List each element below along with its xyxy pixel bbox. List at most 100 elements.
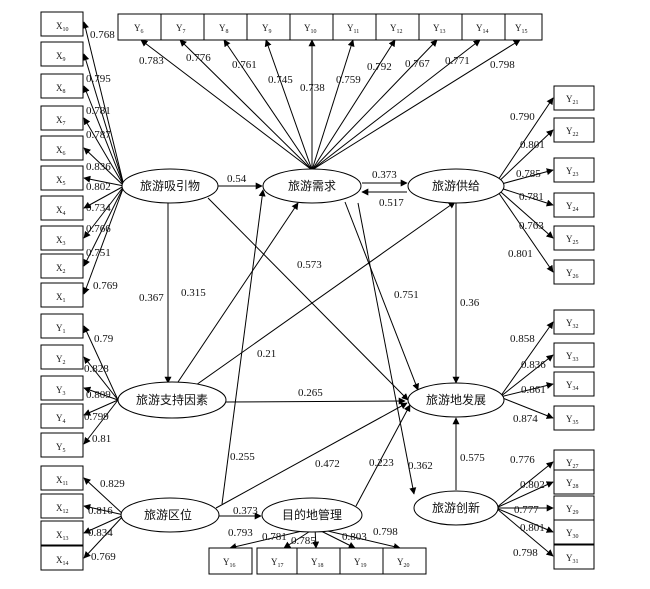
indicator-y5: Y5 xyxy=(56,442,66,454)
right-indicator-boxes: Y21 Y22 Y23 Y24 Y25 Y26 Y32 Y33 Y34 Y35 … xyxy=(553,85,595,570)
supply-label: 旅游供给 xyxy=(432,179,480,193)
loading-y31: 0.798 xyxy=(513,547,538,559)
indicator-y9: Y9 xyxy=(262,23,272,35)
loading-x11: 0.829 xyxy=(100,478,125,490)
indicator-y32: Y32 xyxy=(566,318,579,330)
indicator-x8: X8 xyxy=(56,83,66,95)
indicator-y27: Y27 xyxy=(566,458,579,470)
loading-y4: 0.799 xyxy=(84,411,109,423)
loading-y28: 0.802 xyxy=(520,479,545,491)
loading-y32: 0.858 xyxy=(510,333,535,345)
indicator-y12: Y12 xyxy=(390,23,403,35)
structural-paths xyxy=(164,179,460,520)
loading-y13: 0.767 xyxy=(405,58,430,70)
path-demand-innovation: 0.362 xyxy=(408,460,433,472)
indicator-x12: X12 xyxy=(56,503,69,515)
loading-y20: 0.798 xyxy=(373,526,398,538)
loading-x13: 0.834 xyxy=(88,527,113,539)
loading-y25: 0.763 xyxy=(519,220,544,232)
loading-y23: 0.785 xyxy=(516,168,541,180)
loading-x10: 0.768 xyxy=(90,29,115,41)
loading-x6: 0.836 xyxy=(86,161,111,173)
support-label: 旅游支持因素 xyxy=(136,392,208,407)
indicator-x6: X6 xyxy=(56,145,66,157)
loading-x3: 0.766 xyxy=(86,223,111,235)
demand-label: 旅游需求 xyxy=(288,179,336,193)
path-location-development: 0.472 xyxy=(315,458,340,470)
loading-x4: 0.734 xyxy=(86,202,111,214)
path-innovation-development: 0.575 xyxy=(460,452,485,464)
loading-y10: 0.738 xyxy=(300,82,325,94)
loading-y16: 0.793 xyxy=(228,527,253,539)
management-label: 目的地管理 xyxy=(282,507,342,522)
loading-y19: 0.803 xyxy=(342,531,367,543)
path-attraction-demand: 0.54 xyxy=(227,173,247,185)
path-coefficient-labels: 0.54 0.373 0.517 0.573 0.367 0.315 0.751… xyxy=(139,169,485,517)
path-management-development: 0.223 xyxy=(369,457,394,469)
path-support-demand: 0.315 xyxy=(181,287,206,299)
path-location-demand: 0.255 xyxy=(230,451,255,463)
indicator-y16: Y16 xyxy=(223,557,236,569)
loading-y15: 0.798 xyxy=(490,59,515,71)
indicator-y4: Y4 xyxy=(56,413,66,425)
indicator-x14: X14 xyxy=(56,555,69,567)
indicator-y1: Y1 xyxy=(56,323,66,335)
indicator-y17: Y17 xyxy=(271,557,284,569)
bottom-indicator-boxes: Y16 Y17 Y18 Y19 Y20 xyxy=(208,547,427,575)
path-supply-development: 0.36 xyxy=(460,297,480,309)
loading-y9: 0.745 xyxy=(268,74,293,86)
loading-x14: 0.769 xyxy=(91,551,116,563)
indicator-y18: Y18 xyxy=(311,557,324,569)
indicator-x11: X11 xyxy=(56,475,68,487)
indicator-y3: Y3 xyxy=(56,385,66,397)
loading-y30: 0.801 xyxy=(520,522,545,534)
indicator-x9: X9 xyxy=(56,51,66,63)
indicator-x3: X3 xyxy=(56,235,66,247)
loading-y29: 0.777 xyxy=(514,504,539,516)
loading-x2: 0.751 xyxy=(86,247,111,259)
loading-y11: 0.759 xyxy=(336,74,361,86)
indicator-y26: Y26 xyxy=(566,268,579,280)
loading-y22: 0.801 xyxy=(520,139,545,151)
indicator-y21: Y21 xyxy=(566,94,579,106)
indicator-y22: Y22 xyxy=(566,126,579,138)
indicator-x1: X1 xyxy=(56,292,66,304)
path-support-development: 0.265 xyxy=(298,387,323,399)
loading-y1: 0.79 xyxy=(94,333,114,345)
indicator-y33: Y33 xyxy=(566,351,579,363)
loading-y34: 0.861 xyxy=(521,384,546,396)
indicator-y30: Y30 xyxy=(566,528,579,540)
loading-y27: 0.776 xyxy=(510,454,535,466)
loading-y35: 0.874 xyxy=(513,413,538,425)
indicator-y15: Y15 xyxy=(515,23,528,35)
path-location-management: 0.373 xyxy=(233,505,258,517)
indicator-y24: Y24 xyxy=(566,201,579,213)
indicator-y10: Y10 xyxy=(304,23,317,35)
loading-y33: 0.836 xyxy=(521,359,546,371)
loading-y14: 0.771 xyxy=(445,55,470,67)
loading-y2: 0.828 xyxy=(84,363,109,375)
loading-y6: 0.783 xyxy=(139,55,164,67)
indicator-y28: Y28 xyxy=(566,478,579,490)
loading-x5: 0.802 xyxy=(86,181,111,193)
indicator-y13: Y13 xyxy=(433,23,446,35)
indicator-x5: X5 xyxy=(56,175,66,187)
path-demand-development: 0.751 xyxy=(394,289,419,301)
loading-x9: 0.795 xyxy=(86,73,111,85)
indicator-x7: X7 xyxy=(56,115,66,127)
loading-labels: 0.768 0.795 0.781 0.787 0.836 0.802 0.73… xyxy=(84,29,546,563)
indicator-y8: Y8 xyxy=(219,23,229,35)
indicator-y19: Y19 xyxy=(354,557,367,569)
indicator-y7: Y7 xyxy=(176,23,186,35)
loading-x12: 0.816 xyxy=(88,505,113,517)
latent-constructs: 旅游吸引物 旅游需求 旅游供给 旅游支持因素 旅游地发展 旅游区位 目的地管理 … xyxy=(117,168,505,533)
indicator-y6: Y6 xyxy=(134,23,144,35)
indicator-y2: Y2 xyxy=(56,354,66,366)
loading-x8: 0.781 xyxy=(86,105,111,117)
loading-y12: 0.792 xyxy=(367,61,392,73)
loading-y17: 0.781 xyxy=(262,531,287,543)
top-indicator-boxes: Y6 Y7 Y8 Y9 Y10 Y11 Y12 Y13 Y14 Y15 xyxy=(117,13,543,41)
path-support-supply: 0.21 xyxy=(257,348,276,360)
indicator-x4: X4 xyxy=(56,205,66,217)
